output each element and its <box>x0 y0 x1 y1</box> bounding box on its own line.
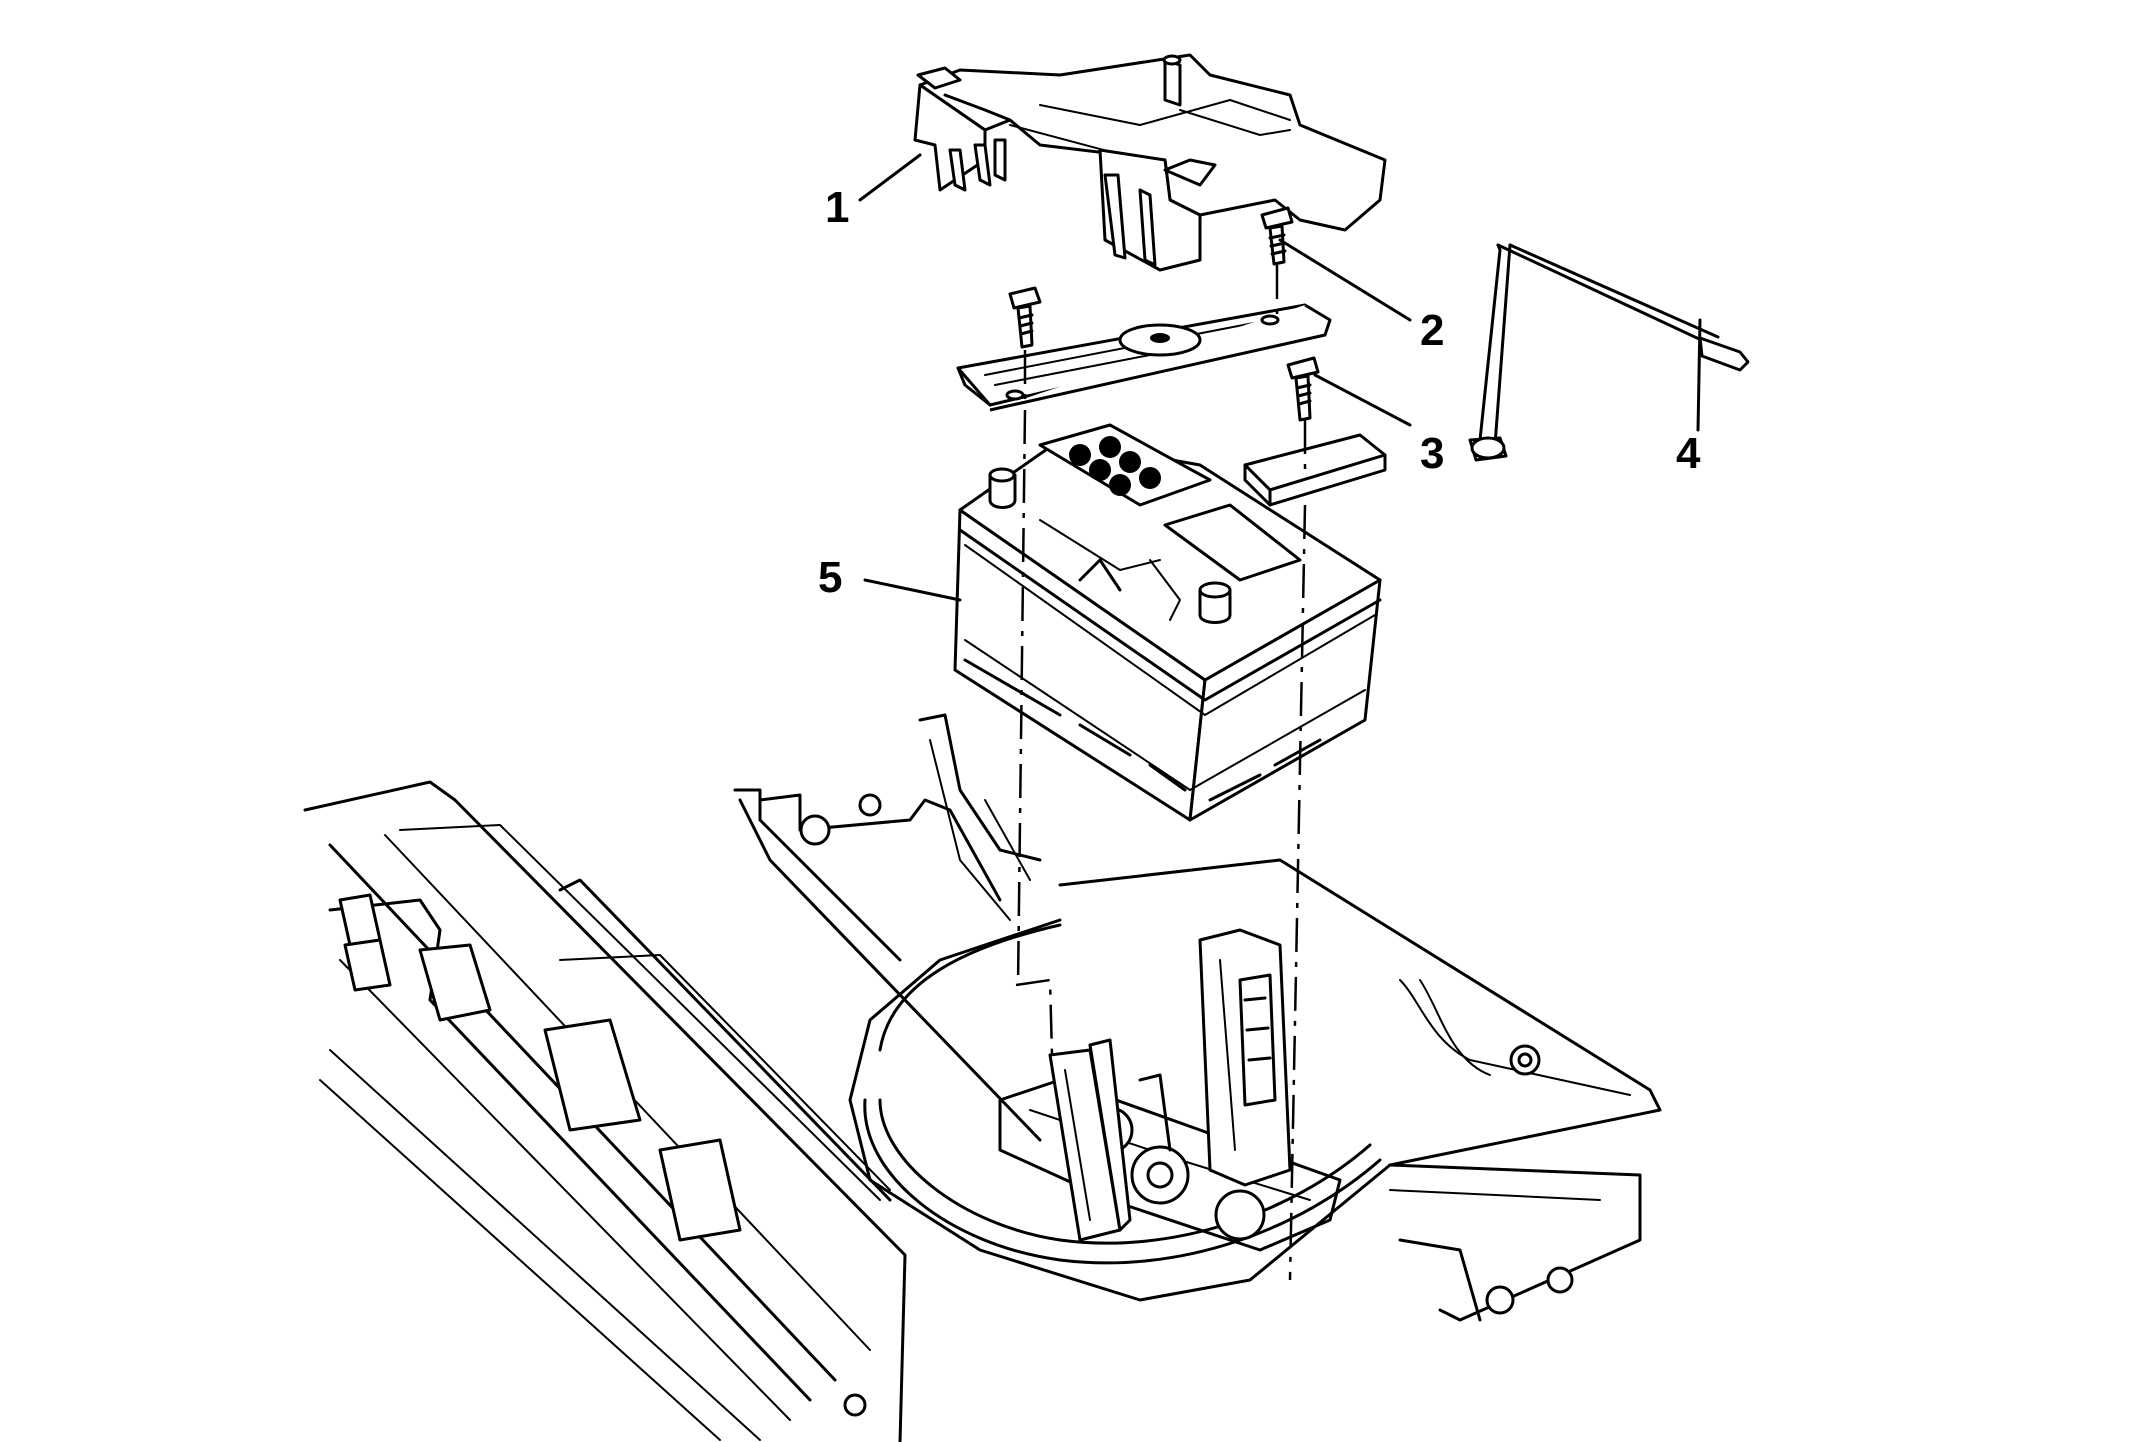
retainer-block <box>1243 433 1387 507</box>
callout-2: 2 <box>1420 306 1444 355</box>
vent-caps <box>1069 436 1161 496</box>
left-bolt <box>1008 286 1042 349</box>
callout-3: 3 <box>1420 429 1444 478</box>
vent-tube <box>1468 243 1750 462</box>
callout-4: 4 <box>1676 429 1701 478</box>
assembly-lines <box>1015 265 1307 1281</box>
retainer-bolt <box>1286 356 1320 422</box>
callout-labels: 1 2 3 4 5 <box>818 183 1701 602</box>
clamp-bolt <box>1260 206 1294 266</box>
callout-1: 1 <box>825 183 849 232</box>
callout-5: 5 <box>818 553 842 602</box>
battery <box>953 423 1382 822</box>
leader-lines <box>858 153 1702 602</box>
battery-cover <box>913 53 1387 272</box>
floor-structure <box>303 713 1662 1442</box>
hold-down-clamp <box>956 303 1332 412</box>
